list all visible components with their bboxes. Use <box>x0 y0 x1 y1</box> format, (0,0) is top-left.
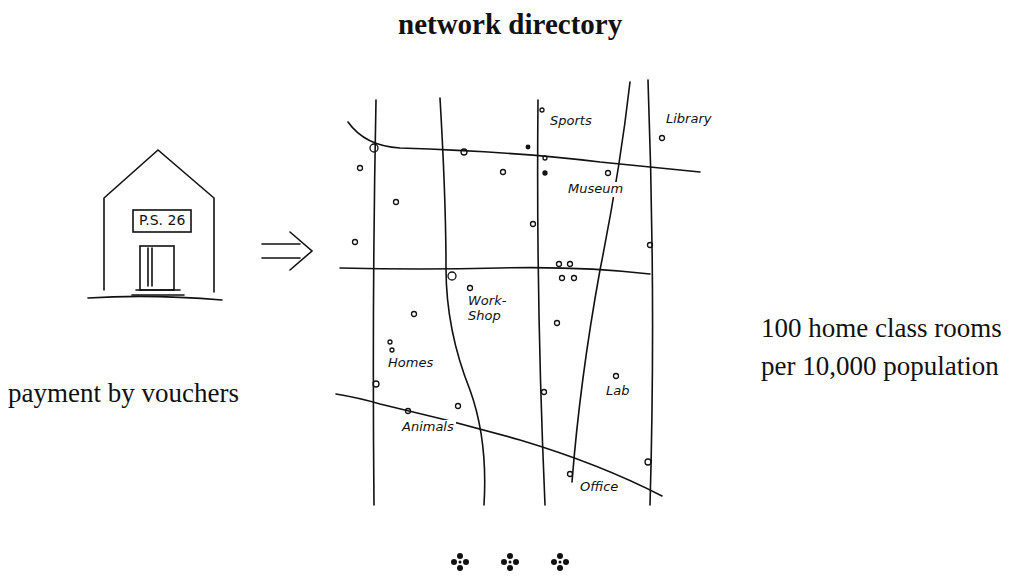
title: network directory <box>398 8 622 41</box>
site-dots <box>353 108 665 477</box>
site-label: Work-Shop <box>466 294 522 324</box>
site-label: Lab <box>604 384 631 399</box>
site-label: Museum <box>566 182 625 197</box>
site-label: Sports <box>548 114 594 129</box>
site-label: Library <box>664 112 713 127</box>
note: payment by vouchers <box>8 378 239 409</box>
site-label: Homes <box>386 356 435 371</box>
school-sign: P.S. 26 <box>139 212 185 228</box>
site-label: Office <box>578 480 620 495</box>
site-label: Animals <box>400 420 456 435</box>
street-grid <box>336 80 700 505</box>
note: 100 home class rooms per 10,000 populati… <box>761 310 1016 386</box>
ornament <box>451 553 569 571</box>
school-house <box>88 150 222 300</box>
implies-arrow <box>262 232 312 270</box>
